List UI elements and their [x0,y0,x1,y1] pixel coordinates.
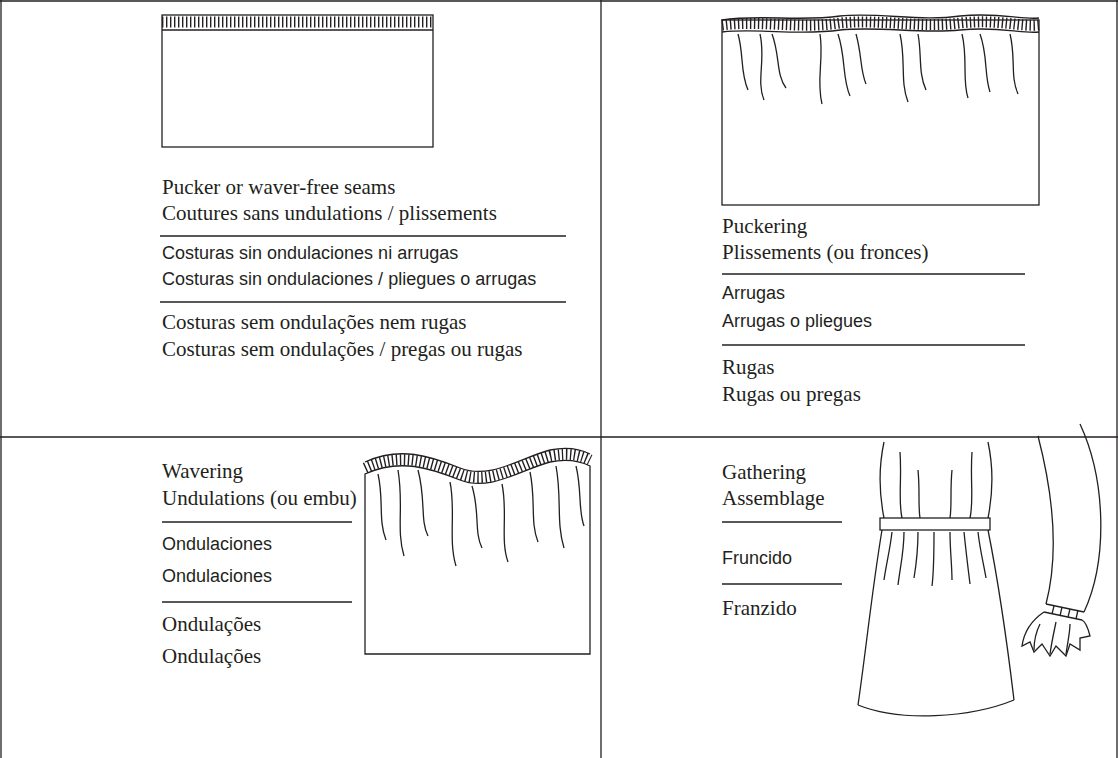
label-text: Pucker or waver-free seams [162,175,395,199]
separator-line [160,236,1025,602]
puckered-seam-sample [856,34,866,84]
label-text: Puckering [722,214,807,238]
wavering-seam-sample [418,470,428,536]
label-text: Costuras sin ondulaciones / pliegues o a… [162,269,536,290]
gathered-dress [898,532,904,585]
wavering-seam-sample [450,482,456,566]
gathered-dress [914,532,918,578]
puckered-seam-sample [738,34,748,90]
gathered-dress [978,532,986,578]
gathered-sleeve [1066,624,1070,654]
label-text: Plissements (ou fronces) [722,240,928,264]
label-text: Rugas [722,355,775,379]
gathered-sleeve [1052,606,1078,619]
label-text: Wavering [162,459,243,483]
label-text: Fruncido [722,548,792,569]
gathered-sleeve [1038,436,1053,604]
label-text: Arrugas o pliegues [722,311,872,332]
table-grid [0,0,1,758]
gathered-dress [880,518,990,530]
gathered-dress [988,442,992,518]
gathered-sleeve [1022,424,1101,656]
gathered-dress [880,442,884,518]
puckered-seam-sample [760,34,764,100]
table-grid [1116,0,1117,758]
wavering-seam-sample [502,484,508,562]
separator-line [160,301,566,302]
separator-line [722,521,842,522]
label-text: Arrugas [722,283,785,304]
separator-line [722,273,1025,274]
puckered-seam-sample [900,34,908,102]
wavering-seam-sample [530,472,538,542]
flat-seam-sample [162,17,433,28]
flat-seam-sample [162,29,433,30]
separator-line [160,235,566,236]
gathered-dress [858,700,1014,716]
wavering-seam-sample [378,474,386,540]
gathered-dress [858,442,1014,716]
gathered-sleeve [1022,612,1090,656]
label-text: Ondulaciones [162,534,272,555]
gathered-dress [858,530,882,705]
label-text: Costuras sin ondulaciones ni arrugas [162,243,458,264]
gathered-dress [950,532,952,580]
label-text: Costuras sem ondulações / pregas ou ruga… [162,337,522,361]
gathered-dress [970,452,972,518]
label-text: Assemblage [722,486,825,510]
label-text: Ondulações [162,612,261,636]
wavering-seam-sample [365,448,590,654]
flat-seam-sample [162,15,433,147]
label-text: Ondulaciones [162,566,272,587]
label-text: Coutures sans undulations / plissements [162,201,497,225]
puckered-seam-sample [722,15,1039,205]
puckered-seam-sample [918,34,926,90]
label-text: Undulations (ou embu) [162,486,357,510]
table-grid [0,0,1118,1]
separator-line [722,583,842,584]
gathered-dress [918,470,920,518]
puckered-seam-sample [722,20,1039,205]
puckered-seam-sample [1010,34,1018,94]
puckered-seam-sample [772,34,786,88]
gathered-dress [988,530,1014,700]
label-text: Franzido [722,596,797,620]
puckered-seam-sample [962,34,968,98]
puckered-seam-sample [722,29,1039,32]
flat-seam-sample [162,15,433,147]
gathered-sleeve [1034,624,1040,650]
separator-line [162,601,352,602]
label-text: Costuras sem ondulações nem rugas [162,310,466,334]
wavering-seam-sample [398,470,404,556]
gathered-sleeve [1080,424,1101,612]
puckered-seam-sample [722,22,1039,25]
label-text: Gathering [722,460,806,484]
table-grid [600,0,601,758]
gathered-dress [900,452,902,518]
separator-line [162,521,352,522]
gathered-dress [932,532,934,586]
label-text: Ondulações [162,644,261,668]
wavering-seam-sample [472,486,482,548]
gathered-dress [950,470,952,518]
wavering-seam-sample [576,466,584,526]
puckered-seam-sample [838,34,850,96]
wavering-seam-sample [556,466,564,548]
gathered-dress [884,532,892,580]
gathered-dress [964,532,970,584]
puckered-seam-sample [722,15,1039,20]
puckered-seam-sample [980,34,990,92]
label-text: Rugas ou pregas [722,382,861,406]
table-grid [0,436,1118,437]
wavering-seam-sample [365,460,590,654]
separator-line [722,344,1025,345]
gathered-sleeve [1050,622,1056,654]
puckered-seam-sample [820,34,822,104]
